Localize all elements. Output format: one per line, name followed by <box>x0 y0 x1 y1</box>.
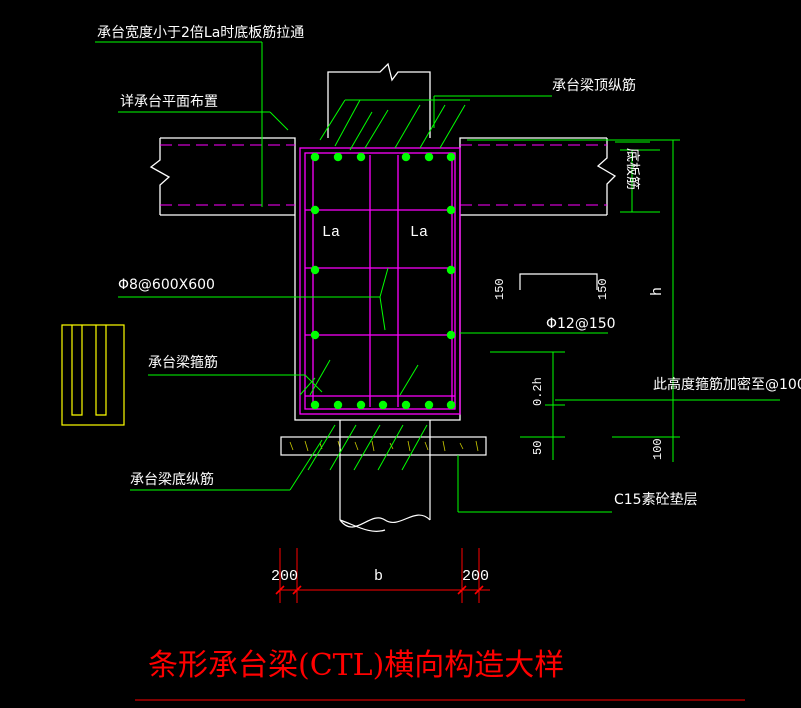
right-200-label: 200 <box>462 568 489 585</box>
dimension-lines-right <box>467 139 680 462</box>
u-bar-shape <box>519 273 598 290</box>
cushion-layer <box>280 436 487 456</box>
drawing-title: 条形承台梁(CTL)横向构造大样 <box>148 648 564 683</box>
b-dim-label: b <box>374 568 383 585</box>
cushion-label: C15素砼垫层 <box>614 492 698 508</box>
leader-lines <box>95 41 780 513</box>
dimension-ticks <box>275 585 484 595</box>
hundred-dim-label: 100 <box>651 438 665 460</box>
left-200-label: 200 <box>271 568 298 585</box>
densify-note-label: 此高度箍筋加密至@100 <box>653 376 801 393</box>
tie-bars-label: Φ8@600X600 <box>118 277 215 293</box>
top-bars-label: 承台梁顶纵筋 <box>552 77 636 94</box>
hook-right-label: 150 <box>596 278 610 300</box>
rebar-dots <box>310 152 456 410</box>
pile <box>339 420 431 532</box>
bottom-bars-label: 承台梁底纵筋 <box>130 471 214 488</box>
stirrup-shape-diagram <box>61 324 125 426</box>
bottom-plate-label: 底板筋 <box>624 148 641 190</box>
side-bars-label: Φ12@150 <box>546 316 616 332</box>
la-left-label: La <box>322 224 340 241</box>
beam-outline <box>149 62 617 421</box>
zone-dim-label: 0.2h <box>531 377 545 406</box>
stirrups-label: 承台梁箍筋 <box>148 354 218 371</box>
fifty-dim-label: 50 <box>531 441 545 455</box>
rebar-cage <box>299 147 461 415</box>
dimension-lines-bottom <box>135 548 745 701</box>
slab-dash-lines <box>160 144 607 206</box>
width-note-label: 承台宽度小于2倍La时底板筋拉通 <box>97 24 304 41</box>
plan-ref-label: 详承台平面布置 <box>120 94 218 110</box>
hook-left-label: 150 <box>493 278 507 300</box>
h-dim-label: h <box>649 287 666 296</box>
la-right-label: La <box>410 224 428 241</box>
